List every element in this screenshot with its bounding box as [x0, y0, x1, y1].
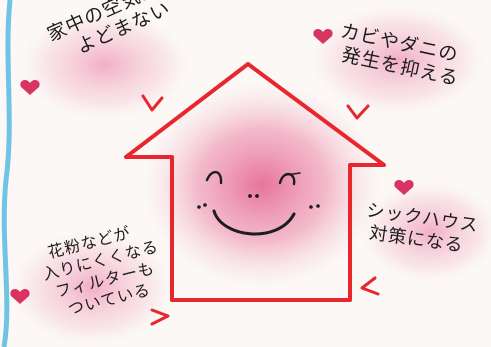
- blush-cloud-right: [360, 182, 491, 282]
- arrow-icon: [360, 276, 380, 296]
- blush-cloud-top-right: [310, 5, 486, 115]
- heart-icon: [313, 29, 333, 44]
- heart-icon: [10, 289, 30, 304]
- arrow-icon: [150, 308, 170, 326]
- house-blush: [144, 83, 380, 287]
- blue-edge-stroke: [1, 0, 13, 347]
- heart-icon: [20, 80, 40, 95]
- smiley-face-icon: [197, 170, 320, 236]
- arrow-icon: [141, 94, 164, 112]
- heart-icon: [394, 180, 414, 195]
- blush-cloud-top-left: [20, 10, 190, 120]
- house-icon: [124, 62, 386, 302]
- blush-cloud-bottom-left: [10, 230, 174, 346]
- arrow-icon: [346, 104, 370, 120]
